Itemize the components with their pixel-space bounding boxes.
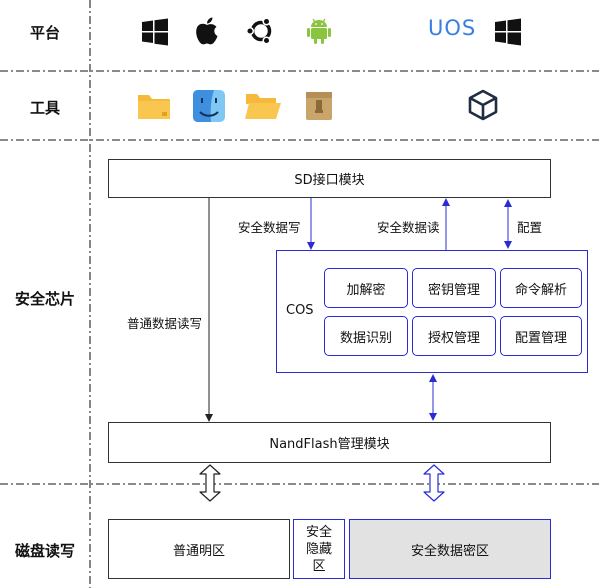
plain-zone-label: 普通明区: [172, 543, 225, 559]
android-icon: [307, 18, 331, 44]
sd-module-label: SD接口模块: [294, 173, 365, 188]
open-folder-icon: [245, 94, 281, 119]
finder-icon: [193, 90, 225, 122]
secure-write-label: 安全数据写: [238, 220, 301, 235]
secure-zone-label: 安全数据密区: [410, 543, 489, 559]
uos-logo: UOS: [428, 16, 477, 40]
cos-item-encrypt-decrypt: 加解密: [324, 268, 408, 308]
secure-read-label: 安全数据读: [377, 220, 440, 235]
cos-item-key-management: 密钥管理: [412, 268, 496, 308]
cos-item-config-management: 配置管理: [500, 316, 582, 356]
row-label-platform: 平台: [29, 24, 60, 42]
cube-icon: [468, 89, 498, 121]
ubuntu-icon: [246, 17, 272, 45]
normal-rw-label: 普通数据读写: [127, 316, 203, 331]
row-label-tools: 工具: [29, 99, 60, 117]
hidden-zone: 安全 隐藏 区: [293, 519, 345, 579]
cos-label: COS: [286, 303, 314, 318]
plain-zone: 普通明区: [108, 519, 290, 579]
secure-zone: 安全数据密区: [349, 519, 551, 579]
windows-icon: [495, 18, 521, 46]
sd-interface-module: SD接口模块: [108, 159, 551, 198]
cos-item-command-parsing: 命令解析: [500, 268, 582, 308]
row-label-secure-chip: 安全芯片: [14, 290, 75, 308]
row-label-disk: 磁盘读写: [14, 542, 75, 560]
cos-item-data-recognition: 数据识别: [324, 316, 408, 356]
nandflash-module: NandFlash管理模块: [108, 422, 551, 463]
folder-icon: [138, 95, 170, 119]
windows-icon: [142, 18, 168, 46]
apple-icon: [196, 17, 218, 45]
archive-icon: [306, 92, 332, 120]
config-label: 配置: [517, 220, 543, 235]
nand-module-label: NandFlash管理模块: [269, 437, 390, 452]
cos-item-authorization: 授权管理: [412, 316, 496, 356]
hidden-zone-label: 安全 隐藏 区: [305, 524, 332, 574]
